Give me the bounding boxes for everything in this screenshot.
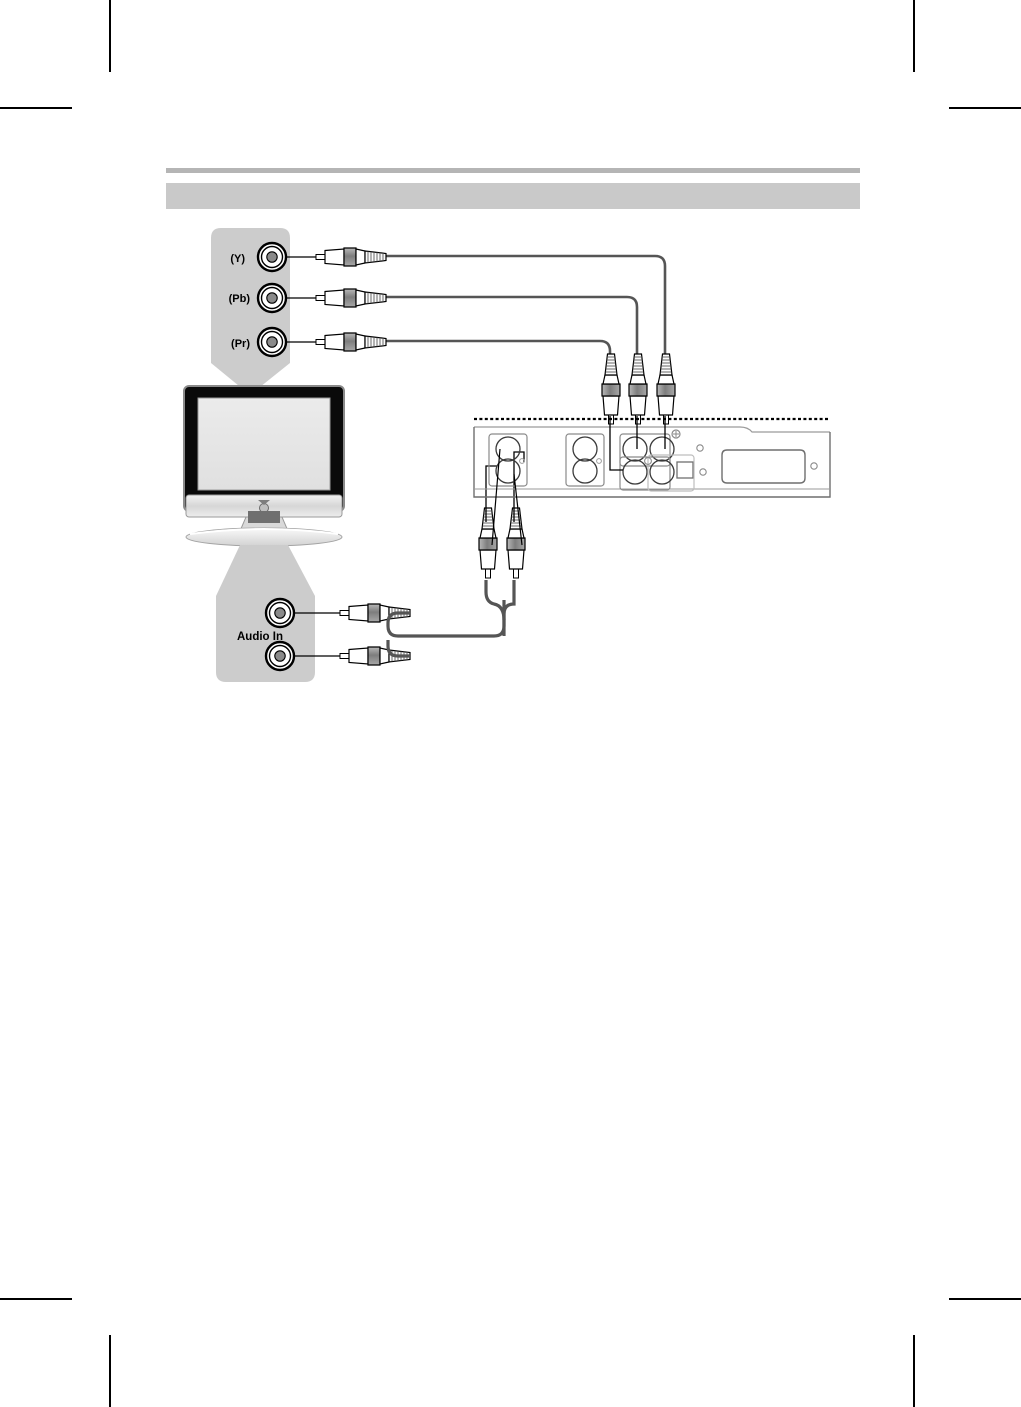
tv-logo-icon [258,500,270,505]
cable-audio-up-right [502,580,516,636]
panel-jack-3a[interactable] [622,436,648,462]
crop-mark-bottom-left-horizontal [0,1298,72,1300]
rca-plug-pr [315,332,387,352]
crop-mark-top-left-horizontal [0,107,72,109]
jack-label-y: (Y) [230,253,245,265]
audio-in-label: Audio In [237,631,283,643]
panel-jack-3b[interactable] [649,436,675,462]
panel-jack-1b[interactable] [495,458,521,484]
crop-mark-top-right-vertical [913,0,915,72]
player-rear-panel [473,417,831,498]
panel-jack-3d[interactable] [649,459,675,485]
crop-mark-top-right-horizontal [949,107,1021,109]
audio-cable-group [386,600,506,658]
cable-audio-left [386,600,506,638]
audio-socket-leads [294,612,340,657]
jack-group-3 [619,429,707,492]
rca-plug-pb [315,288,387,308]
crop-mark-bottom-right-vertical [913,1335,915,1407]
rca-plug-panel-pb [628,353,648,425]
jack-pr[interactable] [256,326,288,358]
panel-leader-lines [491,448,523,546]
audio-input-callout: Audio In [216,545,315,682]
header-rule [166,168,860,173]
rca-plug-panel-y [656,353,676,425]
crop-mark-top-left-vertical [109,0,111,72]
scart-screw-right [810,462,818,470]
rca-plug-panel-pr [601,353,621,425]
scart-connector[interactable] [721,449,818,484]
jack-audio-right[interactable] [264,640,296,672]
cable-audio-up-left [484,580,506,621]
cable-pr [384,339,612,368]
panel-jack-2b[interactable] [572,458,598,484]
jack-label-pb: (Pb) [229,293,251,305]
television [183,385,345,547]
jack-y[interactable] [256,241,288,273]
panel-screw-mid [644,457,652,465]
panel-screw-top [671,429,681,439]
jack-pb[interactable] [256,282,288,314]
panel-jack-2a[interactable] [572,436,598,462]
component-video-input-callout: (Y) (Pb) (Pr) [211,228,290,395]
panel-jack-1a[interactable] [495,436,521,462]
cable-audio-right-stub [386,640,410,658]
panel-jack-3c[interactable] [622,459,648,485]
header-band [166,183,860,209]
jack-group-2 [565,433,605,487]
audio-cable-split [484,580,516,636]
jack-group-1 [488,433,528,487]
crop-mark-bottom-right-horizontal [949,1298,1021,1300]
jack-label-pr: (Pr) [231,338,250,350]
jack-audio-left[interactable] [264,597,296,629]
component-plug-leads [609,416,666,471]
rca-plug-y [315,247,387,267]
panel-optical-port[interactable] [676,461,694,479]
crop-mark-bottom-left-vertical [109,1335,111,1407]
component-cable-group [384,254,667,368]
cable-y [384,254,667,368]
cable-pb [384,295,639,368]
socket-leads [286,256,316,343]
